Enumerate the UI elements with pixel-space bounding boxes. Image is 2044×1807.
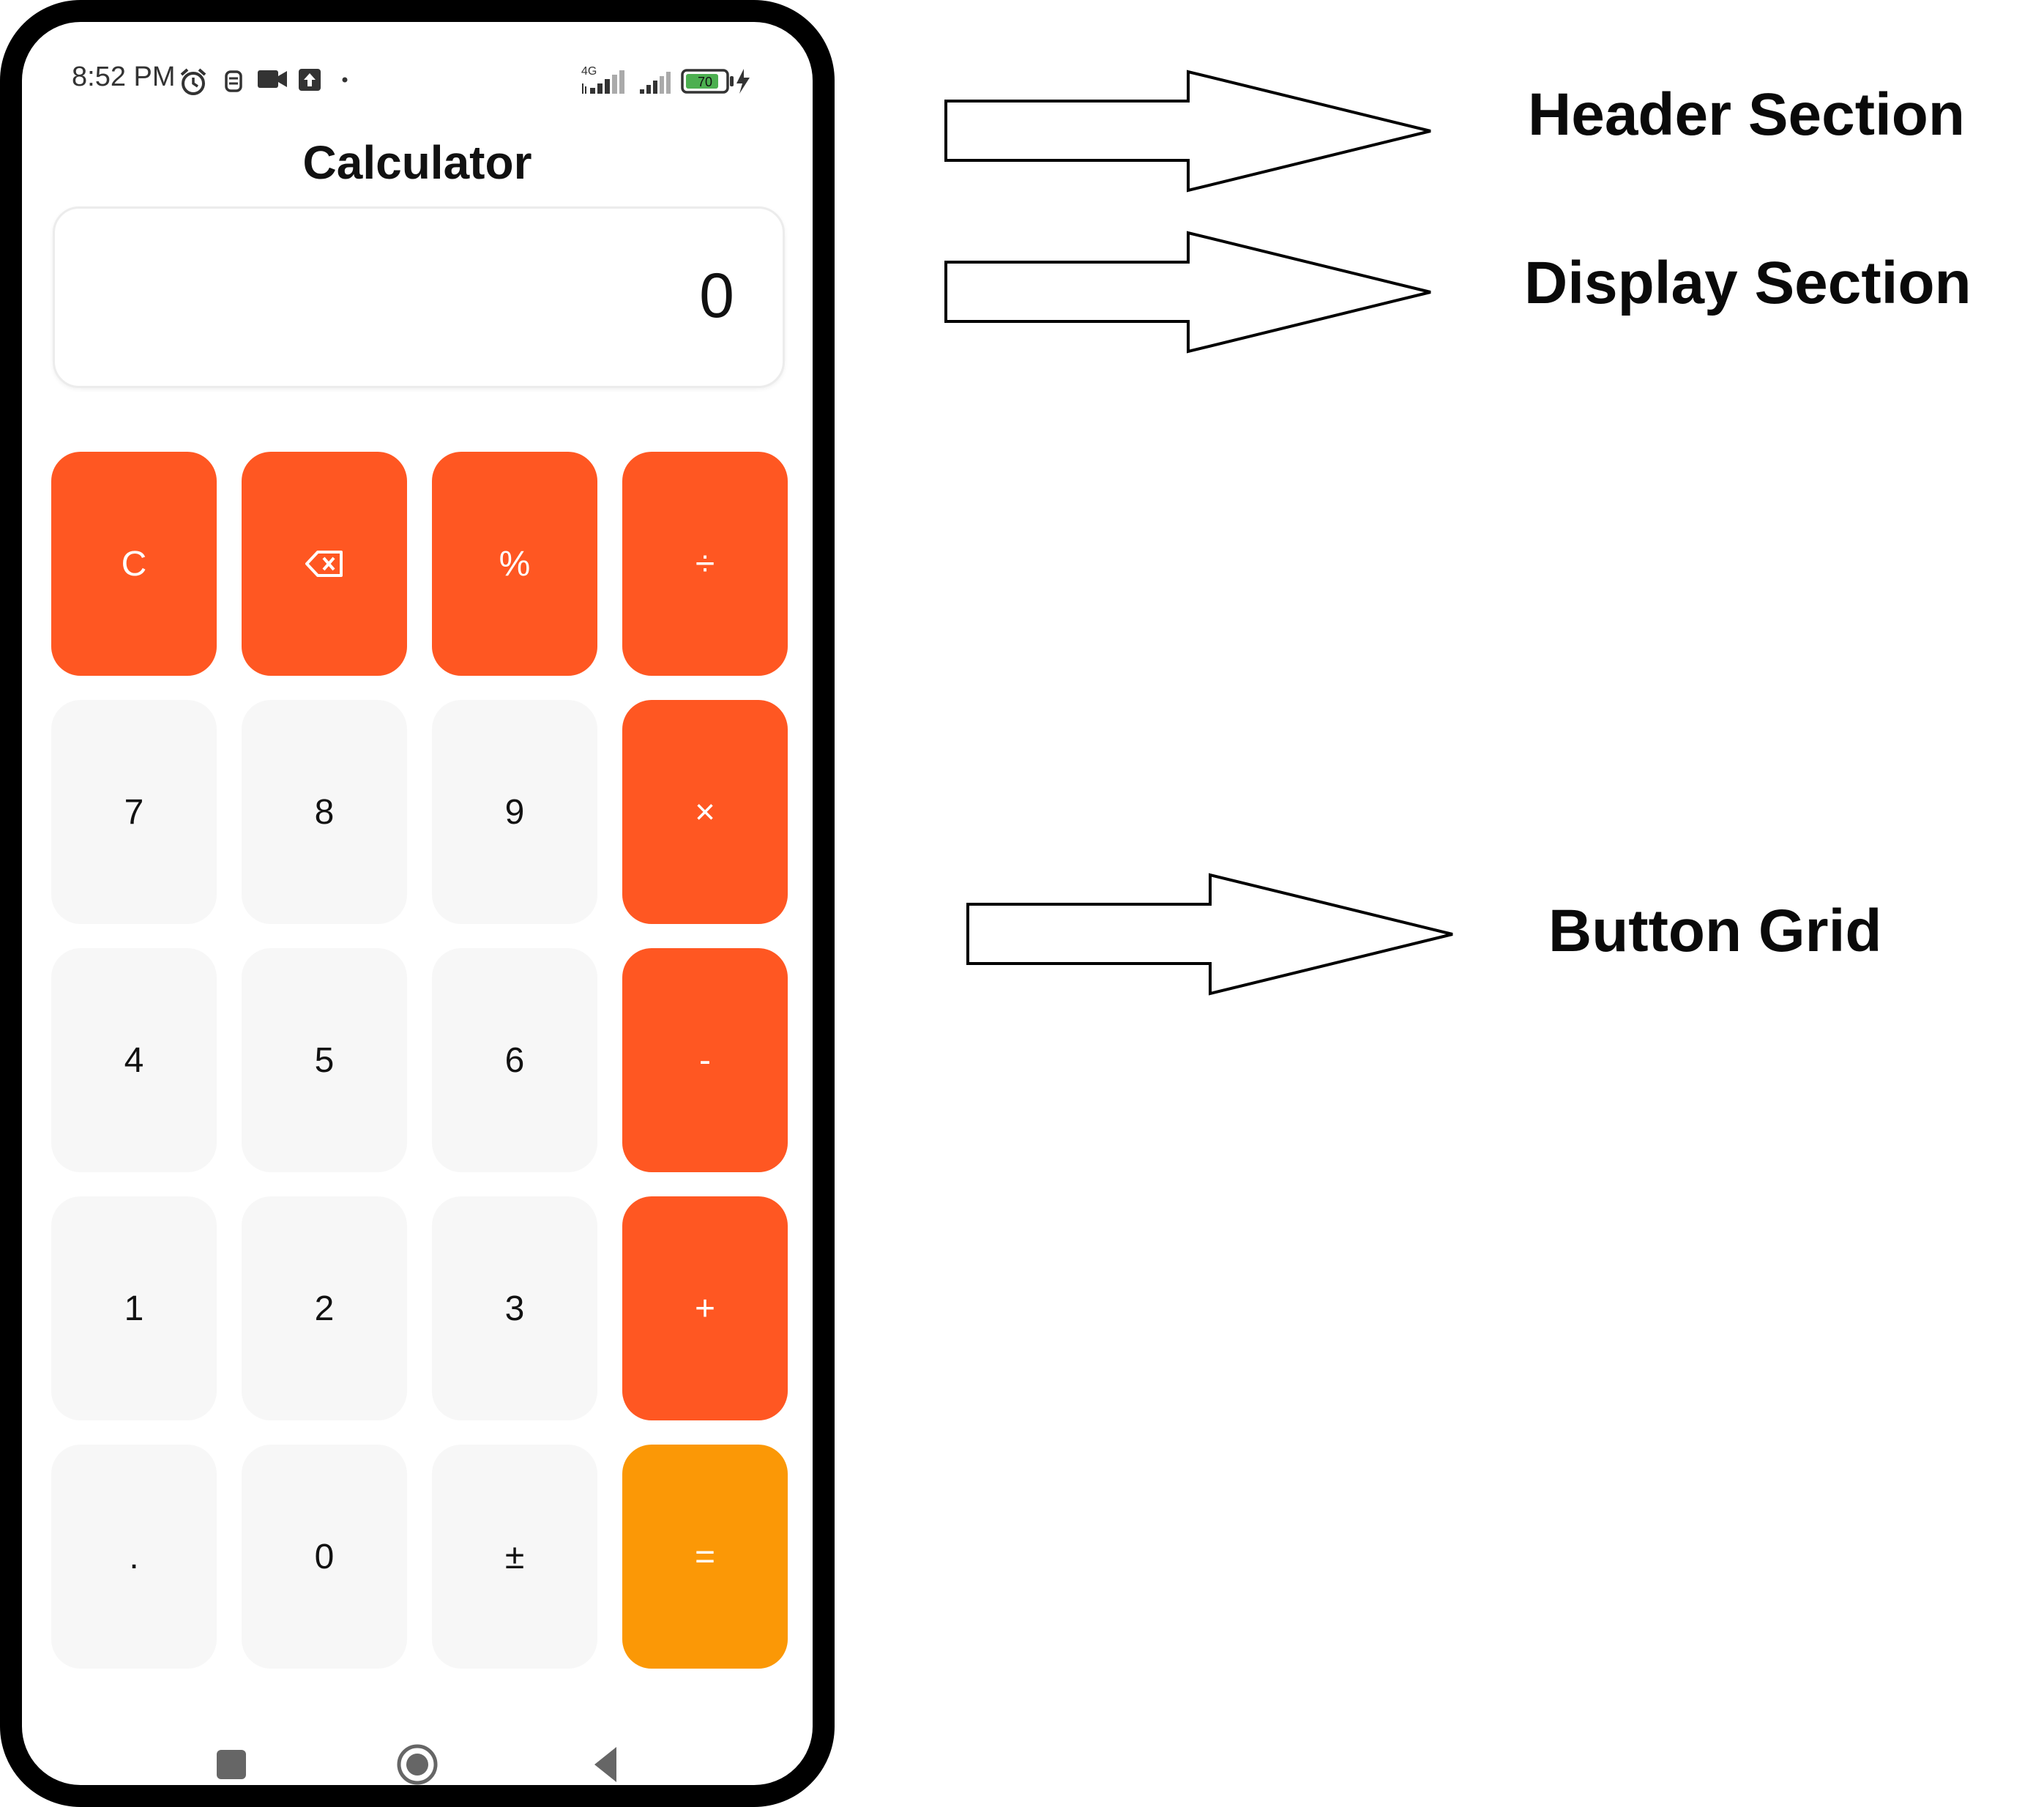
signal-icon: 4G [581,65,624,94]
clear-button[interactable]: C [51,452,217,676]
digit-9-button[interactable]: 9 [432,700,597,924]
display-value: 0 [699,261,734,331]
subtract-button[interactable]: - [622,948,788,1172]
status-bar: 8:52 PM 4G [48,59,786,103]
decimal-button[interactable]: . [51,1445,217,1669]
charging-icon [736,69,750,94]
phone-frame: 8:52 PM 4G [0,0,835,1807]
digit-5-button[interactable]: 5 [242,948,407,1172]
status-right-group: 4G [581,64,779,97]
digit-4-button[interactable]: 4 [51,948,217,1172]
digit-7-button[interactable]: 7 [51,700,217,924]
display-section-label: Display Section [1524,250,1972,316]
arrow-icon [944,70,1431,193]
network-type-label: 4G [581,65,597,78]
signal-icon [640,72,671,94]
recents-icon[interactable] [217,1750,246,1779]
dot-icon [342,77,348,83]
backspace-icon [305,551,343,577]
arrow-icon [944,231,1431,354]
status-time: 8:52 PM [72,62,176,92]
backspace-button[interactable] [242,452,407,676]
video-icon [258,70,287,88]
sign-toggle-button[interactable]: ± [432,1445,597,1669]
alarm-icon [180,68,206,95]
digit-1-button[interactable]: 1 [51,1196,217,1420]
digit-3-button[interactable]: 3 [432,1196,597,1420]
battery-icon: 70 [681,69,734,94]
equals-button[interactable]: = [622,1445,788,1669]
home-icon[interactable] [397,1744,438,1785]
battery-level: 70 [698,75,712,89]
digit-8-button[interactable]: 8 [242,700,407,924]
upload-icon [299,69,321,91]
header-section-label: Header Section [1528,81,1965,148]
digit-6-button[interactable]: 6 [432,948,597,1172]
back-icon[interactable] [594,1747,616,1782]
percent-button[interactable]: % [432,452,597,676]
navigation-bar [22,1735,813,1785]
button-grid-label: Button Grid [1548,898,1882,964]
display-panel: 0 [53,206,785,388]
arrow-icon [966,873,1453,996]
divide-button[interactable]: ÷ [622,452,788,676]
page-title: Calculator [302,136,532,189]
multiply-button[interactable]: × [622,700,788,924]
digit-0-button[interactable]: 0 [242,1445,407,1669]
add-button[interactable]: + [622,1196,788,1420]
digit-2-button[interactable]: 2 [242,1196,407,1420]
notification-icon [225,70,242,92]
